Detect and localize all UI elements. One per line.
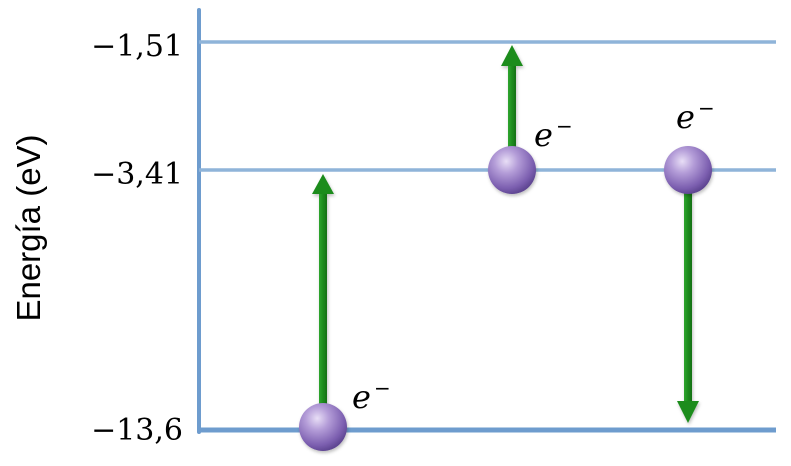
electron-excited-right xyxy=(664,146,712,194)
emission-arrow-n2-n1 xyxy=(677,190,699,423)
energy-level-label-n3: −1,51 xyxy=(91,29,183,64)
energy-axis-title: Energía (eV) xyxy=(10,134,47,321)
absorption-arrow-n1-n2 xyxy=(312,174,334,407)
electron-excited-middle xyxy=(488,146,536,194)
absorption-arrow-n2-n3 xyxy=(501,45,523,156)
electron-ground-state xyxy=(299,403,347,451)
electron-label-ground: e− xyxy=(352,376,391,416)
energy-level-label-n1: −13,6 xyxy=(91,413,183,448)
electron-label-middle: e− xyxy=(534,114,573,154)
energy-level-label-n2: −3,41 xyxy=(91,157,183,192)
electron-label-right: e− xyxy=(676,96,715,136)
